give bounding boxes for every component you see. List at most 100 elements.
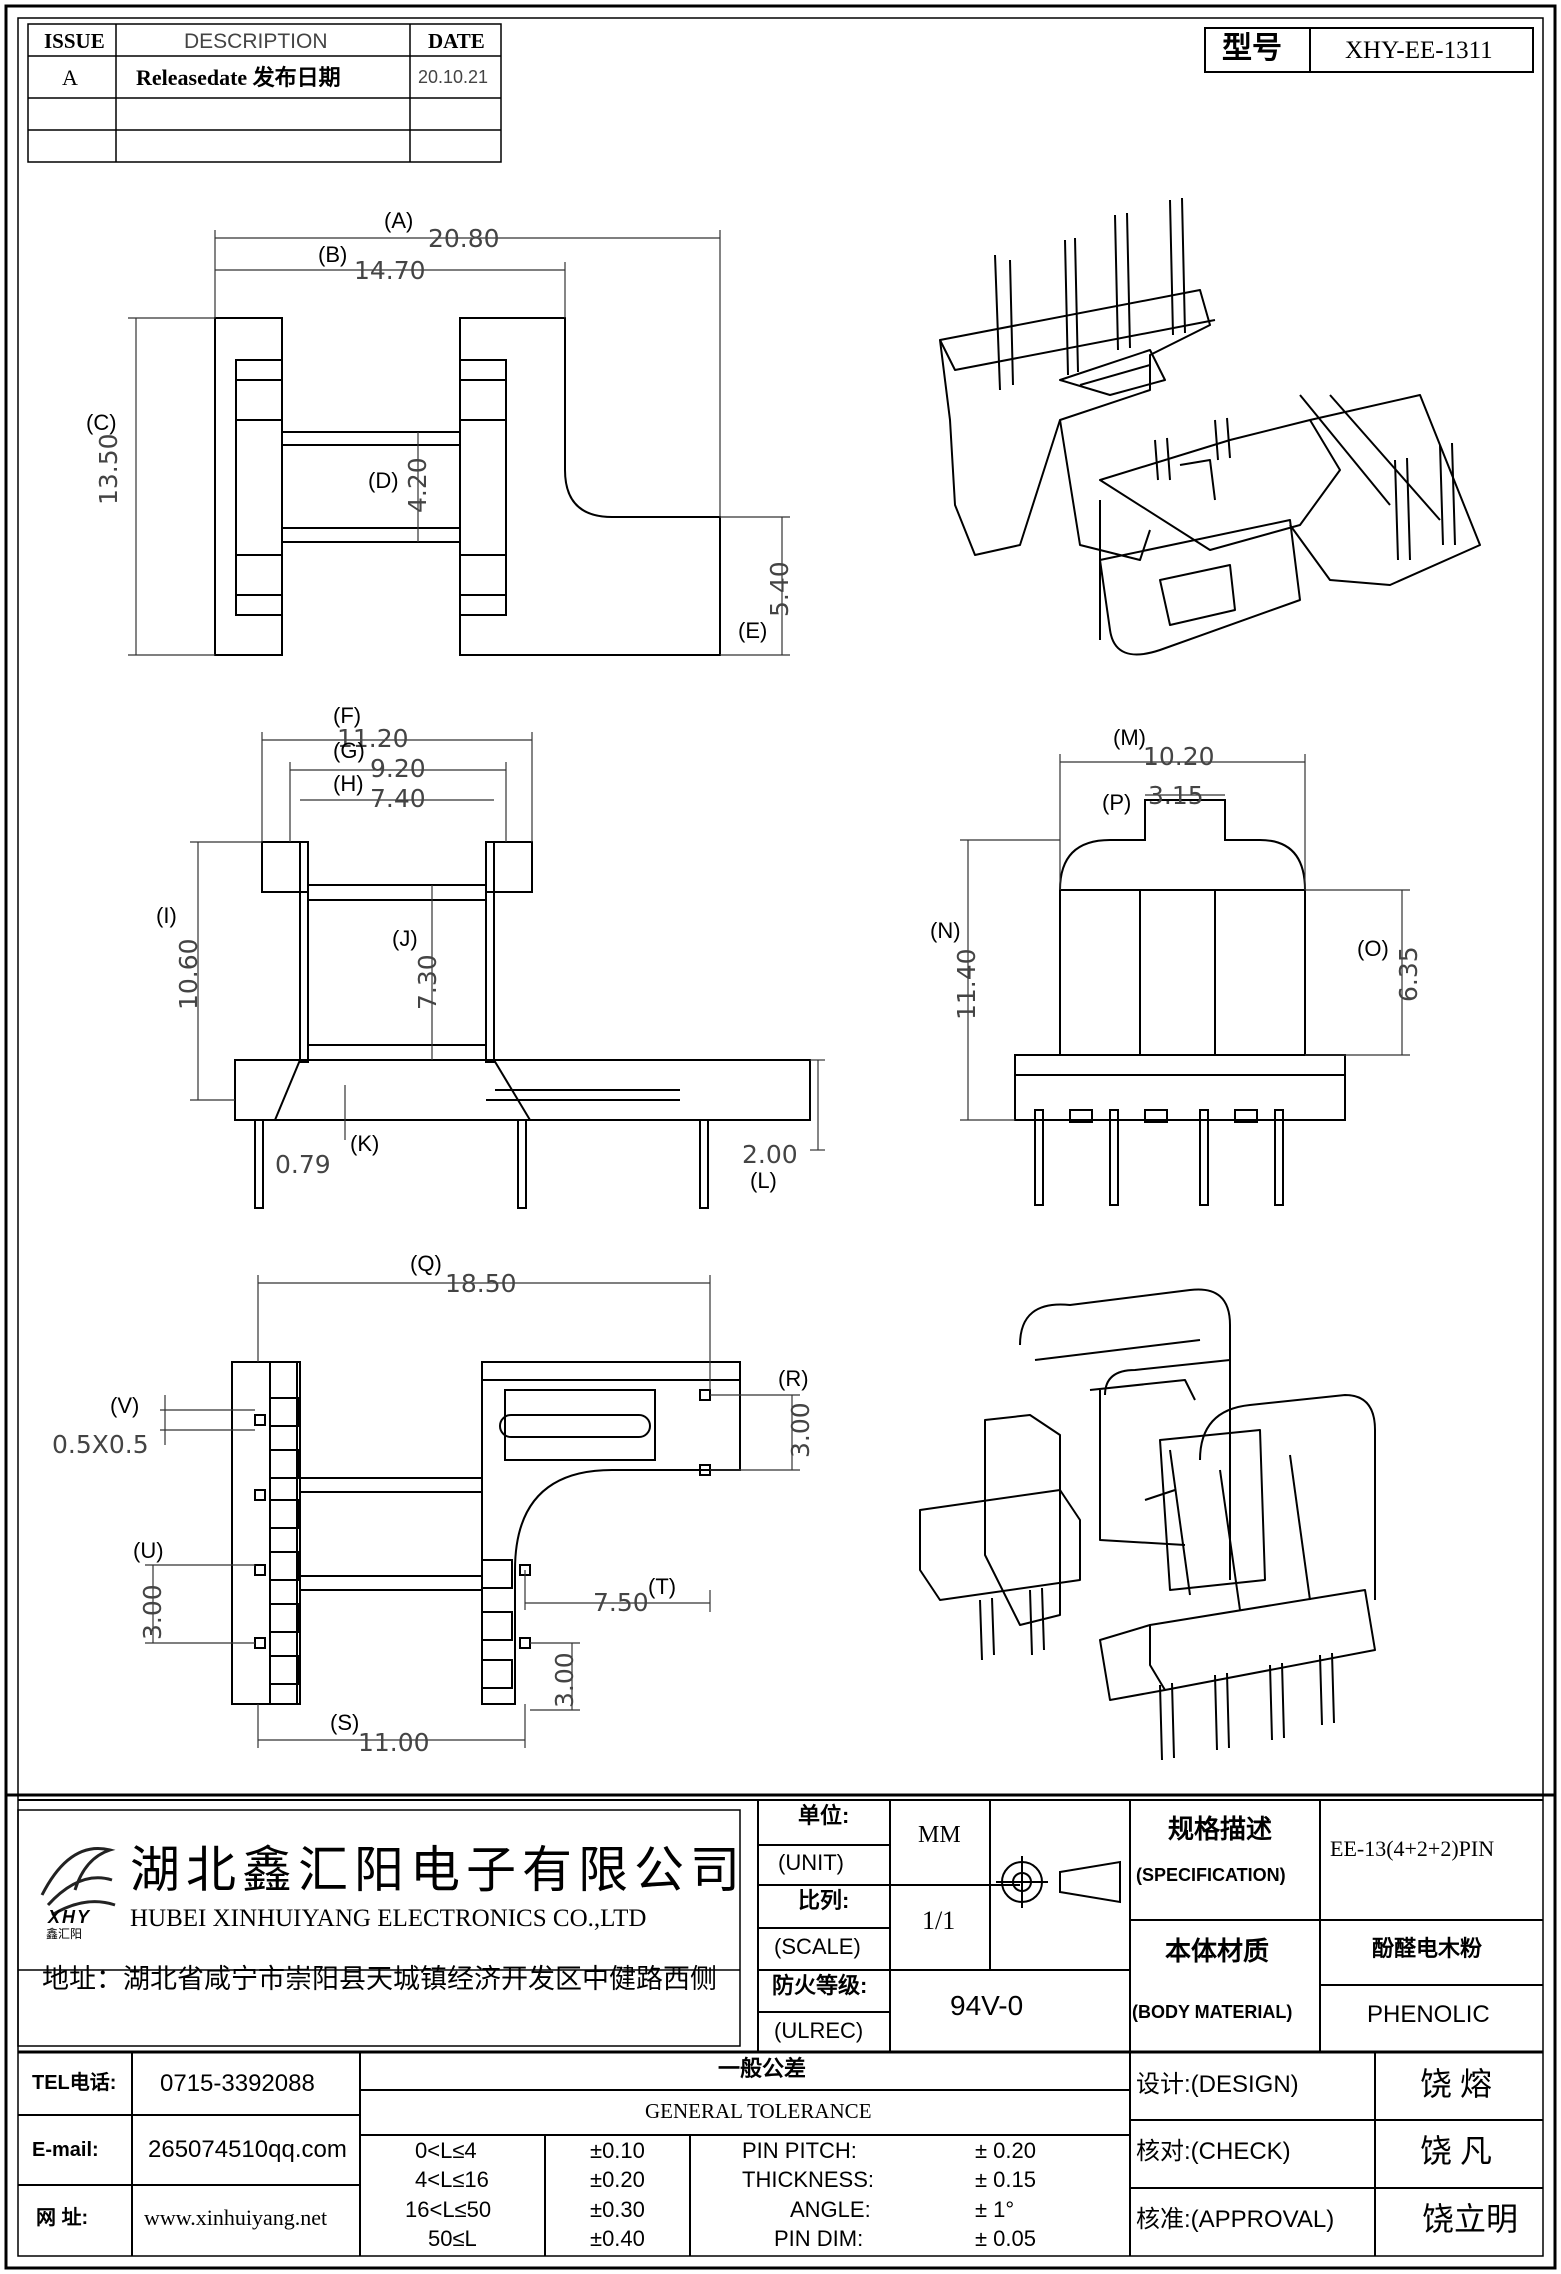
email-label: E-mail: bbox=[32, 2139, 99, 2161]
revision-row-issue: A bbox=[62, 65, 78, 90]
dim-P-tag: (P) bbox=[1102, 790, 1132, 815]
dim-M-tag: (M) bbox=[1113, 725, 1146, 750]
check-name: 饶 凡 bbox=[1420, 2133, 1493, 2169]
dim-I-value: 10.60 bbox=[174, 938, 203, 1010]
dim-D-value: 4.20 bbox=[403, 457, 432, 513]
design-name: 饶 熔 bbox=[1420, 2066, 1493, 2102]
company-name-cn: 湖北鑫汇阳电子有限公司 bbox=[130, 1842, 746, 1898]
dim-E-value: 5.40 bbox=[765, 561, 794, 617]
pin-pitch-value: ± 0.20 bbox=[975, 2138, 1037, 2163]
top-view-outline bbox=[214, 317, 721, 656]
unit-label-cn: 单位: bbox=[798, 1803, 850, 1828]
material-value-cn: 酚醛电木粉 bbox=[1372, 1936, 1483, 1961]
dim-T-tag: (T) bbox=[648, 1574, 677, 1599]
revision-date-header: DATE bbox=[428, 29, 485, 53]
inner-border bbox=[17, 17, 1544, 2257]
dim-J-tag: (J) bbox=[392, 926, 418, 951]
tolerance-title-en: GENERAL TOLERANCE bbox=[645, 2099, 872, 2123]
dim-V-tag: (V) bbox=[110, 1393, 140, 1418]
company-logo-icon bbox=[40, 1847, 116, 1917]
front-view-outline bbox=[234, 841, 811, 1209]
dim-J-value: 7.30 bbox=[413, 954, 442, 1010]
company-logo-text: XHY bbox=[48, 1907, 92, 1927]
tolerance-range-3: 16<L≤50 bbox=[405, 2197, 492, 2222]
angle-value: ± 1° bbox=[975, 2197, 1015, 2222]
dim-E-tag: (E) bbox=[738, 618, 768, 643]
revision-row-date: 20.10.21 bbox=[418, 67, 489, 87]
dim-R-value: 3.00 bbox=[786, 1402, 815, 1458]
angle-label: ANGLE: bbox=[790, 2197, 871, 2222]
isometric-view-top bbox=[939, 197, 1481, 656]
dim-I-tag: (I) bbox=[156, 903, 177, 928]
dim-P-value: 3.15 bbox=[1148, 781, 1204, 810]
scale-label-cn: 比列: bbox=[798, 1888, 850, 1913]
material-label-en: (BODY MATERIAL) bbox=[1132, 2002, 1293, 2022]
material-label-cn: 本体材质 bbox=[1165, 1936, 1270, 1966]
unit-label-en: (UNIT) bbox=[778, 1850, 844, 1875]
dim-Q-value: 18.50 bbox=[445, 1269, 517, 1298]
revision-issue-header: ISSUE bbox=[44, 29, 105, 53]
dim-T2-value: 3.00 bbox=[550, 1652, 579, 1708]
company-logo-subtext: 鑫汇阳 bbox=[46, 1927, 83, 1941]
dim-S-tag: (S) bbox=[330, 1710, 360, 1735]
front-view-dimension-lines bbox=[190, 732, 825, 1151]
dim-H-tag: (H) bbox=[333, 771, 364, 796]
bottom-view-dimension-lines bbox=[145, 1275, 800, 1748]
tel-label: TEL电话: bbox=[32, 2072, 117, 2094]
ulrec-label-en: (ULREC) bbox=[774, 2018, 864, 2043]
pin-pitch-label: PIN PITCH: bbox=[742, 2138, 857, 2163]
tolerance-range-4: 50≤L bbox=[428, 2226, 477, 2251]
scale-label-en: (SCALE) bbox=[774, 1934, 861, 1959]
dim-U-value: 3.00 bbox=[138, 1584, 167, 1640]
dim-O-tag: (O) bbox=[1357, 936, 1389, 961]
top-view-dimension-lines bbox=[128, 230, 790, 656]
spec-label-en: (SPECIFICATION) bbox=[1136, 1865, 1286, 1885]
company-name-en: HUBEI XINHUIYANG ELECTRONICS CO.,LTD bbox=[130, 1905, 647, 1932]
outer-border bbox=[4, 4, 1557, 2270]
revision-description-header: DESCRIPTION bbox=[184, 30, 328, 53]
web-label: 网 址: bbox=[36, 2207, 89, 2229]
pin-dim-label: PIN DIM: bbox=[774, 2226, 864, 2251]
dim-R-tag: (R) bbox=[778, 1366, 809, 1391]
model-box bbox=[1204, 27, 1534, 73]
bottom-view-outline bbox=[231, 1361, 741, 1705]
dim-L-value: 2.00 bbox=[742, 1140, 798, 1169]
dim-A-value: 20.80 bbox=[428, 224, 500, 253]
approval-name: 饶立明 bbox=[1422, 2201, 1519, 2237]
email-value: 265074510qq.com bbox=[148, 2136, 347, 2163]
dim-Q-tag: (Q) bbox=[410, 1251, 442, 1276]
dim-K-value: 0.79 bbox=[275, 1150, 331, 1179]
dim-M-value: 10.20 bbox=[1143, 742, 1215, 771]
tolerance-value-1: ±0.10 bbox=[590, 2138, 645, 2163]
dim-T-value: 7.50 bbox=[593, 1588, 649, 1617]
dim-G-value: 9.20 bbox=[370, 754, 426, 783]
ulrec-label-cn: 防火等级: bbox=[772, 1973, 868, 1998]
revision-row-description: Releasedate 发布日期 bbox=[136, 65, 341, 90]
tolerance-title-cn: 一般公差 bbox=[718, 2056, 807, 2081]
material-value-en: PHENOLIC bbox=[1367, 2001, 1490, 2028]
thickness-value: ± 0.15 bbox=[975, 2167, 1037, 2192]
side-view-dimension-lines bbox=[960, 754, 1410, 1121]
company-address: 地址：湖北省咸宁市崇阳县天城镇经济开发区中健路西侧 bbox=[42, 1964, 717, 1994]
dim-L-tag: (L) bbox=[750, 1168, 777, 1193]
isometric-view-bottom bbox=[919, 1288, 1376, 1761]
dim-B-value: 14.70 bbox=[354, 256, 426, 285]
dim-O-value: 6.35 bbox=[1394, 946, 1423, 1002]
dim-D-tag: (D) bbox=[368, 468, 399, 493]
spec-value: EE-13(4+2+2)PIN bbox=[1330, 1836, 1495, 1861]
model-number: XHY-EE-1311 bbox=[1345, 37, 1493, 64]
check-label: 核对:(CHECK) bbox=[1136, 2138, 1291, 2165]
dim-G-tag: (G) bbox=[333, 738, 365, 763]
pin-dim-value: ± 0.05 bbox=[975, 2226, 1037, 2251]
dim-A-tag: (A) bbox=[384, 208, 414, 233]
dim-N-value: 11.40 bbox=[952, 948, 981, 1020]
unit-value: MM bbox=[918, 1822, 961, 1848]
dim-B-tag: (B) bbox=[318, 242, 348, 267]
design-label: 设计:(DESIGN) bbox=[1136, 2071, 1299, 2098]
tolerance-value-3: ±0.30 bbox=[590, 2197, 645, 2222]
revision-table-grid bbox=[27, 23, 502, 163]
dim-N-tag: (N) bbox=[930, 918, 961, 943]
dim-F-tag: (F) bbox=[333, 703, 362, 728]
dim-H-value: 7.40 bbox=[370, 784, 426, 813]
